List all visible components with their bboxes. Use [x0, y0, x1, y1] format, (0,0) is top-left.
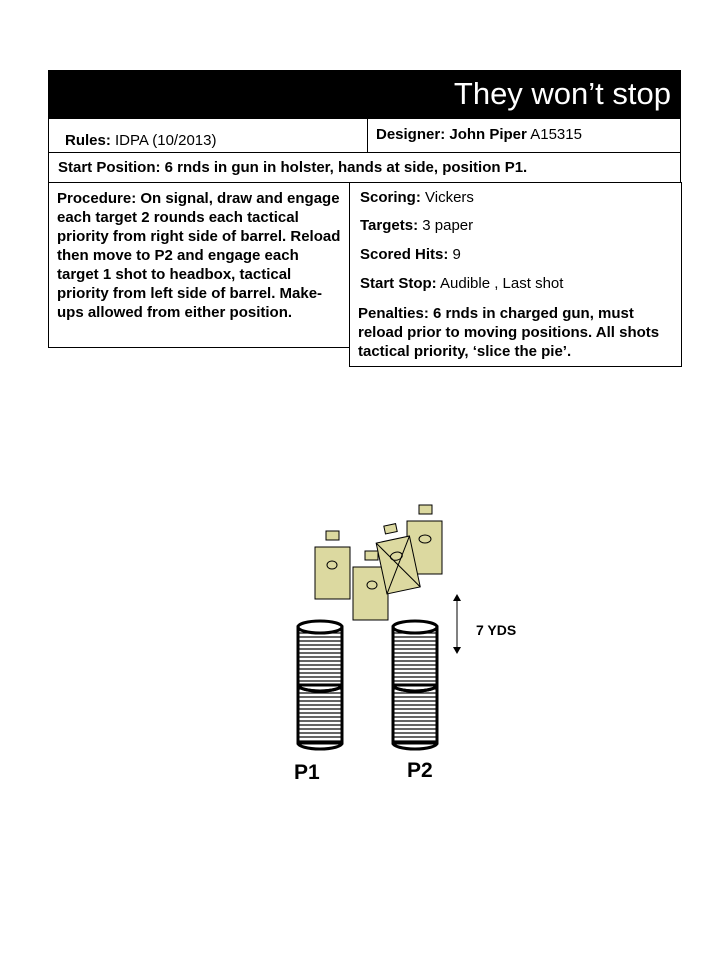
start-stop-label: Start Stop:	[360, 275, 437, 292]
barrel-stack-p1	[296, 619, 344, 751]
scored-hits-label: Scored Hits:	[360, 246, 449, 263]
barrel-icon	[296, 619, 344, 693]
paper-target-icon	[352, 550, 389, 621]
designer-label: Designer: John Piper	[376, 126, 527, 143]
scored-hits-value: 9	[452, 246, 461, 263]
distance-label: 7 YDS	[476, 622, 516, 638]
rules-line: Rules: IDPA (10/2013)	[65, 132, 216, 149]
designer-id: A15315	[530, 126, 582, 143]
stage-title: They won’t stop	[453, 76, 671, 111]
start-stop-line: Start Stop: Audible , Last shot	[360, 275, 563, 292]
position-label-p1: P1	[294, 761, 320, 784]
paper-target-icon	[314, 530, 351, 600]
targets-value: 3 paper	[422, 217, 474, 234]
barrel-stack-p2	[391, 619, 439, 751]
procedure-box: Procedure: On signal, draw and engage ea…	[48, 182, 350, 348]
double-arrow-icon	[453, 594, 461, 654]
scoring-box: Scoring: Vickers Targets: 3 paper Scored…	[349, 182, 682, 367]
procedure-text: Procedure: On signal, draw and engage ea…	[57, 190, 341, 321]
no-shoot-target-icon	[375, 523, 421, 595]
scoring-label: Scoring:	[360, 189, 421, 206]
scoring-line: Scoring: Vickers	[360, 189, 474, 206]
rules-label: Rules:	[65, 132, 111, 149]
targets-line: Targets: 3 paper	[360, 217, 473, 234]
start-position-text: Start Position: 6 rnds in gun in holster…	[58, 159, 528, 176]
designer-line: Designer: John Piper A15315	[376, 126, 582, 143]
position-label-p2: P2	[407, 759, 433, 782]
rules-value: IDPA (10/2013)	[115, 132, 217, 149]
targets-label: Targets:	[360, 217, 419, 234]
scored-hits-line: Scored Hits: 9	[360, 246, 461, 263]
start-position-box: Start Position: 6 rnds in gun in holster…	[48, 152, 681, 183]
penalties-text: Penalties: 6 rnds in charged gun, must r…	[358, 305, 660, 360]
scoring-value: Vickers	[425, 189, 474, 206]
barrel-icon	[391, 619, 439, 693]
title-bar: They won’t stop	[48, 70, 681, 119]
start-stop-value: Audible , Last shot	[440, 275, 564, 292]
